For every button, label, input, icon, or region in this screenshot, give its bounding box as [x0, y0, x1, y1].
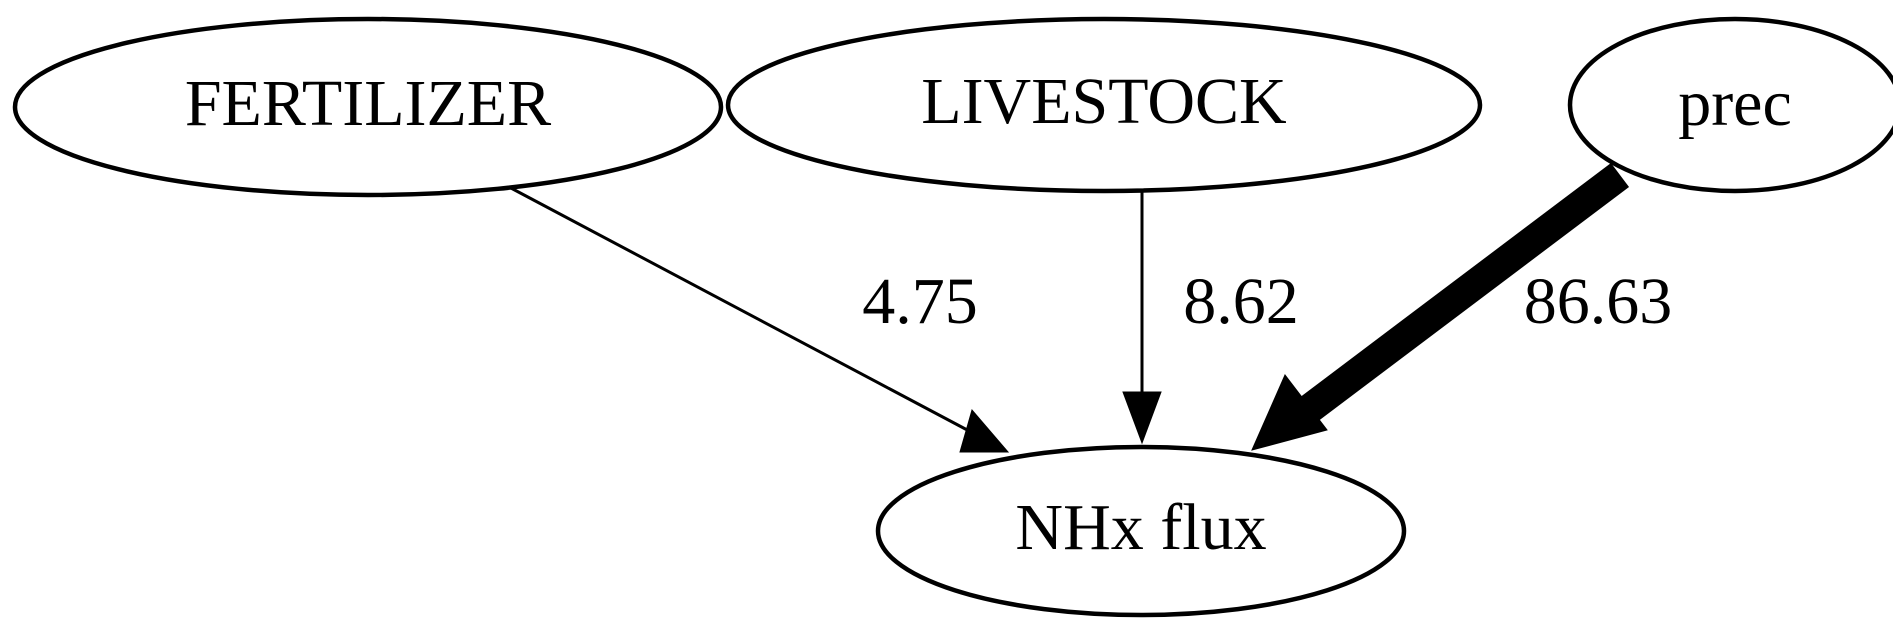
edge-label-fertilizer-to-nhx: 4.75	[862, 265, 978, 338]
node-prec-ellipse	[1567, 16, 1893, 194]
node-livestock-label: LIVESTOCK	[921, 65, 1286, 138]
nodes-layer: FERTILIZER LIVESTOCK prec NHx flux	[12, 16, 1893, 618]
node-nhx-flux[interactable]: NHx flux	[875, 444, 1407, 618]
edges-layer: 4.75 8.62 86.63	[508, 163, 1673, 453]
node-fertilizer-ellipse	[12, 16, 724, 198]
edge-label-livestock-to-nhx: 8.62	[1183, 265, 1299, 338]
edge-fertilizer-to-nhx[interactable]: 4.75	[508, 185, 1010, 453]
arrowhead-livestock-to-nhx	[1122, 391, 1162, 445]
edge-prec-to-nhx[interactable]: 86.63	[1251, 163, 1673, 451]
node-nhx-flux-ellipse	[875, 444, 1407, 618]
edge-livestock-to-nhx[interactable]: 8.62	[1122, 191, 1299, 445]
node-fertilizer-label: FERTILIZER	[185, 67, 551, 140]
node-prec[interactable]: prec	[1567, 16, 1893, 194]
edge-label-prec-to-nhx: 86.63	[1524, 265, 1673, 338]
node-livestock[interactable]: LIVESTOCK	[725, 16, 1483, 194]
node-prec-label: prec	[1678, 67, 1792, 140]
node-nhx-flux-label: NHx flux	[1015, 491, 1266, 564]
node-livestock-ellipse	[725, 16, 1483, 194]
edge-line-prec-to-nhx	[1298, 163, 1630, 422]
node-fertilizer[interactable]: FERTILIZER	[12, 16, 724, 198]
arrowhead-prec-to-nhx	[1251, 374, 1328, 451]
edge-line-fertilizer-to-nhx	[508, 185, 1006, 452]
arrowhead-fertilizer-to-nhx	[959, 408, 1010, 453]
